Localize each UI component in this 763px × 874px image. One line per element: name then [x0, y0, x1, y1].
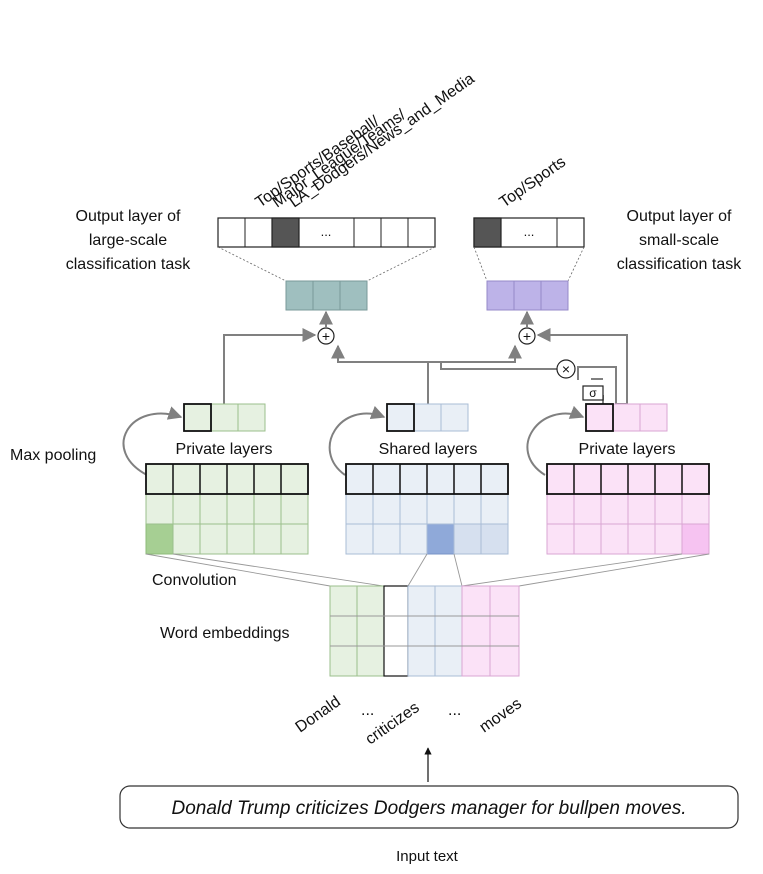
large-output-ellipsis: ... — [321, 224, 332, 239]
connections — [223, 310, 628, 405]
max-pooling-arrows — [122, 405, 585, 476]
large-category-label: Top/Sports/Baseball/ Major_League/Teams/… — [253, 70, 478, 211]
large-output-layer: ... — [217, 217, 436, 248]
multiply-operator: × — [556, 359, 576, 379]
private-right-feature-map — [546, 463, 710, 555]
word-token: Donald — [293, 693, 344, 736]
word-tokens: Donald ... criticizes ... moves — [293, 693, 525, 748]
large-output-title-line-2: large-scale — [89, 232, 167, 249]
small-category-label: Top/Sports — [497, 153, 569, 211]
private-layers-left-label: Private layers — [176, 441, 273, 458]
input-sentence: Donald Trump criticizes Dodgers manager … — [172, 798, 687, 819]
private-layers-right-label: Private layers — [579, 441, 676, 458]
small-output-title-line-2: small-scale — [639, 232, 719, 249]
large-category-line-3: LA_Dodgers/News_and_Media — [287, 70, 478, 211]
small-output-title-line-1: Output layer of — [627, 208, 733, 225]
word-token: ... — [448, 702, 461, 719]
plus-operator-right: + — [518, 327, 536, 345]
svg-text:+: + — [523, 328, 531, 344]
word-embeddings-label: Word embeddings — [160, 625, 290, 642]
word-token: ... — [361, 702, 374, 719]
max-pooling-label: Max pooling — [10, 447, 96, 464]
word-embeddings-matrix — [329, 585, 520, 677]
private-left-pooled-vector — [183, 403, 266, 432]
input-text-label: Input text — [396, 848, 459, 865]
svg-text:×: × — [562, 361, 570, 377]
large-output-title-line-3: classification task — [66, 256, 191, 273]
large-output-title: Output layer of large-scale classificati… — [66, 208, 191, 273]
convolution-label: Convolution — [152, 572, 237, 589]
projection-lines — [217, 246, 585, 282]
small-output-layer: ... — [473, 217, 585, 248]
input-text-box: Donald Trump criticizes Dodgers manager … — [119, 785, 739, 829]
private-left-feature-map — [145, 463, 309, 555]
svg-text:+: + — [322, 328, 330, 344]
shared-pooled-vector — [386, 403, 469, 432]
shared-layers-label: Shared layers — [379, 441, 478, 458]
small-output-selected-cell — [473, 217, 502, 248]
small-output-title-line-3: classification task — [617, 256, 742, 273]
large-output-title-line-1: Output layer of — [76, 208, 182, 225]
small-output-title: Output layer of small-scale classificati… — [617, 208, 742, 273]
svg-text:σ: σ — [589, 386, 597, 400]
sigma-gate: σ — [582, 385, 604, 401]
plus-operator-left: + — [317, 327, 335, 345]
large-output-selected-cell — [271, 217, 300, 248]
shared-feature-map — [345, 463, 509, 555]
small-hidden-layer — [486, 280, 569, 311]
private-right-pooled-vector — [585, 403, 668, 432]
word-token: moves — [477, 695, 525, 736]
small-output-ellipsis: ... — [524, 224, 535, 239]
convolution-lines — [145, 553, 710, 587]
large-hidden-layer — [285, 280, 368, 311]
